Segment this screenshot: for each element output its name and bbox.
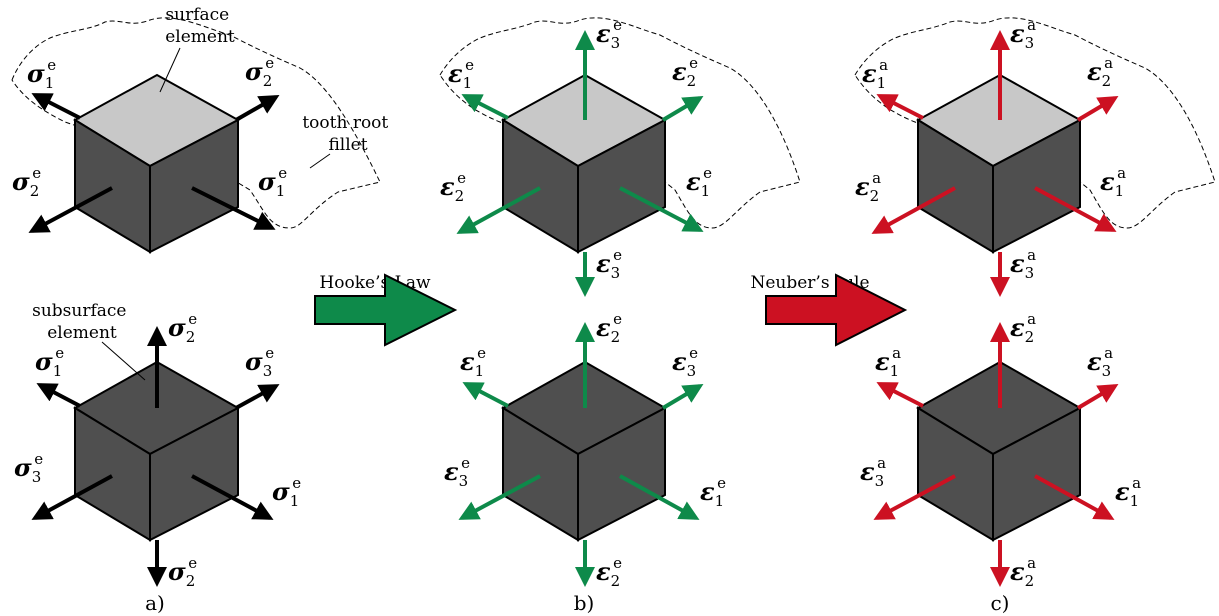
epsilon-label: ε1a — [875, 344, 901, 380]
sigma-label: σ1e — [272, 474, 301, 510]
svg-text:tooth root fillet: tooth root fillet — [302, 113, 393, 155]
svg-text:subsurface element: subsurface element — [32, 301, 132, 343]
sigma-label: σ2e — [12, 164, 41, 200]
epsilon-label: ε3e — [596, 246, 622, 282]
sigma-label: σ2e — [168, 310, 197, 346]
surface-element-label-1: surface — [165, 5, 229, 25]
subsurface-label-2: element — [47, 323, 117, 343]
strain-arrow — [876, 382, 924, 408]
tooth-root-label-2: fillet — [328, 135, 367, 155]
hookes-law-arrow — [314, 273, 458, 347]
epsilon-label: ε1a — [862, 56, 888, 92]
epsilon-label: ε2e — [596, 310, 622, 346]
sigma-label: σ1e — [258, 164, 287, 200]
stress-arrow — [191, 186, 276, 230]
epsilon-label: ε3a — [1010, 246, 1036, 282]
epsilon-label: ε2a — [1010, 554, 1036, 590]
epsilon-label: ε3e — [444, 454, 470, 490]
strain-arrow — [619, 186, 704, 232]
strain-arrow — [456, 186, 541, 234]
epsilon-label: ε1e — [700, 474, 726, 510]
sigma-label: σ3e — [245, 344, 274, 380]
strain-arrow — [873, 474, 956, 520]
panel-b: ε3e ε1e ε2e ε2e ε1e ε3e ε2e ε1e ε3e ε3e … — [439, 16, 801, 615]
leader-line — [101, 341, 146, 381]
epsilon-label: ε2a — [855, 169, 881, 205]
stress-arrow — [235, 95, 280, 122]
strain-arrow — [461, 94, 509, 120]
strain-arrow — [661, 95, 704, 122]
panel-a: surface element tooth root fillet σ1e σ2… — [11, 5, 393, 615]
strain-arrow — [462, 382, 509, 408]
epsilon-label: ε3e — [596, 16, 622, 52]
epsilon-label: ε3e — [672, 344, 698, 380]
epsilon-label: ε2e — [596, 554, 622, 590]
strain-arrow — [1076, 95, 1119, 122]
strain-arrow — [661, 383, 704, 410]
sigma-label: σ2e — [245, 54, 274, 90]
svg-text:surface element: surface element — [165, 5, 235, 47]
neubers-rule-transition: Neuber’s rule — [750, 273, 908, 347]
strain-arrow — [619, 474, 700, 520]
epsilon-label: ε3a — [1010, 16, 1036, 52]
stress-arrow — [191, 474, 274, 520]
surface-element-cube — [501, 73, 668, 254]
caption-a: a) — [145, 591, 165, 615]
neubers-rule-arrow — [765, 273, 908, 347]
strain-arrow — [876, 94, 924, 120]
leader-line — [159, 47, 181, 93]
panel-c: ε3a ε1a ε2a ε2a ε1a ε3a ε2a ε1a ε3a ε3a … — [854, 16, 1216, 615]
strain-arrow — [458, 474, 541, 520]
stress-arrow — [31, 474, 113, 520]
stress-arrow — [31, 93, 81, 120]
epsilon-label: ε2e — [672, 54, 698, 90]
epsilon-label: ε1a — [1115, 474, 1141, 510]
sigma-label: σ1e — [35, 344, 64, 380]
strain-arrow — [1034, 186, 1117, 232]
stress-arrow — [36, 383, 81, 408]
caption-c: c) — [990, 591, 1009, 615]
epsilon-label: ε1e — [460, 344, 486, 380]
sigma-label: σ2e — [168, 554, 197, 590]
epsilon-label: ε1e — [448, 56, 474, 92]
tooth-root-fillet-outline — [439, 17, 801, 229]
epsilon-label: ε2e — [440, 169, 466, 205]
strain-arrow — [871, 186, 956, 234]
epsilon-label: ε2a — [1087, 54, 1113, 90]
tooth-root-fillet-outline — [854, 17, 1216, 229]
subsurface-label-1: subsurface — [32, 301, 126, 321]
stress-arrow — [235, 384, 280, 410]
epsilon-label: ε2a — [1010, 310, 1036, 346]
caption-b: b) — [574, 591, 595, 615]
stress-arrow — [28, 186, 113, 233]
epsilon-label: ε3a — [860, 454, 886, 490]
surface-element-cube — [73, 73, 241, 254]
strain-arrow — [1034, 474, 1115, 520]
leader-line — [309, 153, 331, 169]
hookes-law-transition: Hooke’s Law — [314, 273, 458, 347]
surface-element-label-2: element — [165, 27, 235, 47]
sigma-label: σ1e — [27, 56, 56, 92]
tooth-root-label-1: tooth root — [302, 113, 388, 133]
surface-element-cube — [916, 73, 1083, 254]
epsilon-label: ε3a — [1087, 344, 1113, 380]
strain-arrow — [1076, 383, 1119, 410]
sigma-label: σ3e — [14, 450, 43, 486]
epsilon-label: ε1a — [1100, 164, 1126, 200]
epsilon-label: ε1e — [686, 164, 712, 200]
